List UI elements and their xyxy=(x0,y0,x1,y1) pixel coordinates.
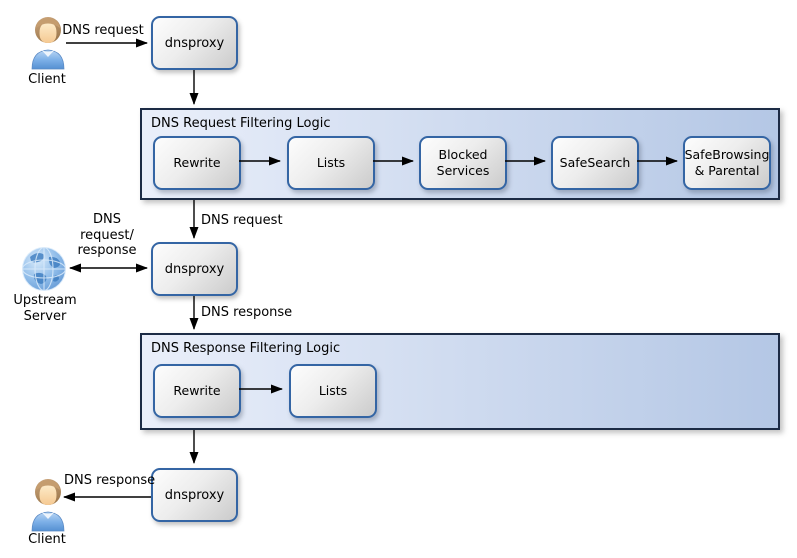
dnsproxy-node-mid: dnsproxy xyxy=(151,242,238,296)
client-bottom-label: Client xyxy=(28,532,66,547)
person-icon xyxy=(31,479,65,532)
edge-label-proxy-response: DNS response xyxy=(201,305,293,320)
person-icon xyxy=(31,17,65,70)
edge-label-response-to-client: DNS response xyxy=(64,473,156,488)
client-top-label: Client xyxy=(28,72,66,87)
upstream-server-figure xyxy=(21,246,67,296)
client-top-figure xyxy=(28,14,68,74)
dnsproxy-node-bottom: dnsproxy xyxy=(151,468,238,522)
globe-icon xyxy=(21,246,67,292)
upstream-server-label: Upstream Server xyxy=(13,293,77,324)
step-blocked-services: Blocked Services xyxy=(419,136,507,190)
client-bottom-figure xyxy=(28,476,68,536)
step-safebrowsing-parental: SafeBrowsing & Parental xyxy=(683,136,771,190)
request-filtering-container: DNS Request Filtering Logic Rewrite List… xyxy=(140,108,780,200)
response-filtering-title: DNS Response Filtering Logic xyxy=(151,341,341,356)
edge-label-client-request: DNS request xyxy=(62,23,144,38)
step-rewrite-response: Rewrite xyxy=(153,364,241,418)
edge-label-request-to-proxy: DNS request xyxy=(201,213,283,228)
edge-label-upstream-exchange: DNS request/ response xyxy=(77,212,137,259)
step-lists-response: Lists xyxy=(289,364,377,418)
request-filtering-title: DNS Request Filtering Logic xyxy=(151,116,331,131)
response-filtering-container: DNS Response Filtering Logic Rewrite Lis… xyxy=(140,333,780,430)
step-safesearch: SafeSearch xyxy=(551,136,639,190)
dnsproxy-node-top: dnsproxy xyxy=(151,16,238,70)
step-rewrite-request: Rewrite xyxy=(153,136,241,190)
step-lists-request: Lists xyxy=(287,136,375,190)
